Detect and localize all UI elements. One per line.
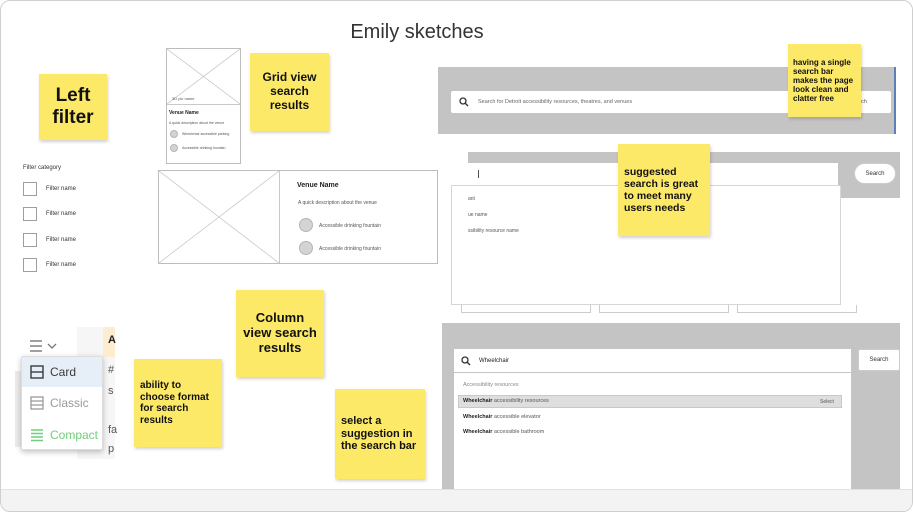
sticky-format-choice[interactable]: ability to choose format for search resu… [134,359,222,447]
format-option-label: Compact [50,428,99,442]
behind-header [103,327,115,357]
sticky-text: Grid view search results [262,70,317,112]
grid-result-card: 3D pic name Venue Name A quick descripti… [166,48,241,164]
sticky-text: Column view search results [243,310,317,355]
venue-description: A quick description about the venue [169,121,225,125]
image-placeholder [159,171,280,263]
feature-label: Accessible drinking fountain [182,146,226,150]
select-action[interactable]: Select [820,399,834,405]
panel-accent-edge [894,67,896,134]
board-title: Emily sketches [350,21,484,43]
suggestion-row[interactable]: Wheelchair accessible elevator [463,414,541,420]
sketch-tab [737,305,857,313]
column-result-card: Venue Name A quick description about the… [158,170,438,264]
sticky-grid-view[interactable]: Grid view search results [250,53,329,131]
suggestion-row[interactable]: Wheelchair accessibility resources [463,398,549,404]
suggestion-category: Accessibility resources [463,382,519,388]
card-view-icon [30,365,44,379]
feature-icon [299,241,313,255]
sticky-single-search[interactable]: having a single search bar makes the pag… [788,44,861,117]
suggestion-rest: accessibility resources [492,398,549,404]
format-option-label: Classic [50,396,89,410]
sticky-left-filter[interactable]: Left filter [39,74,107,140]
filter-name: Filter name [46,237,77,243]
search-button-label: Search [865,170,885,177]
sticky-text: having a single search bar makes the pag… [793,57,854,104]
behind-text: # [108,364,115,376]
search-button[interactable]: Search [854,163,896,184]
sketch-tab [461,305,591,313]
feature-icon [299,218,313,232]
filter-name: Filter name [46,262,77,268]
search-query: Wheelchair [479,357,510,364]
sticky-text: Left filter [52,85,94,128]
feature-icon [170,144,178,152]
suggestion-item[interactable]: ssibility resource name [468,228,519,234]
venue-name: Venue Name [169,110,199,116]
filter-name: Filter name [46,211,77,217]
text-cursor [478,170,479,178]
feature-label: Accessible drinking fountain [319,246,381,252]
format-option-label: Card [50,365,77,379]
suggestion-rest: accessible elevator [492,414,541,420]
sketch-tab [599,305,729,313]
menu-backdrop-strip [15,371,23,447]
match-text: Wheelchair [463,398,493,404]
suggestion-item[interactable]: ant [468,196,475,202]
sticky-select-suggestion[interactable]: select a suggestion in the search bar [335,389,425,479]
behind-text: A [108,334,116,346]
filter-checkbox[interactable] [23,258,37,272]
feature-label: Wheelchair accessible parking [182,132,230,136]
suggestion-item[interactable]: ue name [468,212,488,218]
search-button[interactable]: Search [858,349,900,371]
image-placeholder [167,49,240,105]
search-bar-mockup-bottom: Wheelchair Search Accessibility resource… [442,323,900,491]
feature-icon [170,130,178,138]
suggestion-rest: accessible bathroom [492,429,545,435]
suggestion-row[interactable]: Wheelchair accessible bathroom [463,429,544,435]
sticky-suggested-search[interactable]: suggested search is great to meet many u… [618,144,710,236]
format-option-compact[interactable]: Compact [30,428,98,442]
feature-label: Accessible drinking fountain [319,223,381,229]
hamburger-icon [30,340,57,352]
sketch-tab-row [461,305,861,313]
format-option-card[interactable]: Card [30,365,76,379]
filter-checkbox[interactable] [23,182,37,196]
match-text: Wheelchair [463,429,493,435]
match-text: Wheelchair [463,414,493,420]
search-icon [461,355,471,365]
behind-text: p [108,443,115,455]
behind-text: s [108,385,114,397]
format-option-classic[interactable]: Classic [30,396,89,410]
search-placeholder: Search for Detroit accessibility resourc… [478,99,633,105]
suggestion-dropdown: Accessibility resources Wheelchair acces… [454,373,851,491]
filter-checkbox[interactable] [23,233,37,247]
image-caption: 3D pic name [172,96,195,101]
format-menu: Card Classic Compact [21,356,103,450]
filter-category-label: Filter category [23,165,62,171]
venue-description: A quick description about the venue [298,200,377,206]
venue-name: Venue Name [297,182,339,189]
sticky-text: suggested search is great to meet many u… [624,165,699,215]
filter-checkbox[interactable] [23,207,37,221]
suggestion-row-selected[interactable] [458,395,842,408]
search-input[interactable]: Wheelchair [454,349,851,372]
classic-view-icon [30,396,44,410]
search-icon [459,97,469,107]
sticky-column-view[interactable]: Column view search results [236,290,324,377]
compact-view-icon [31,429,43,442]
filter-name: Filter name [46,186,77,192]
sticky-text: select a suggestion in the search bar [341,415,417,453]
sticky-text: ability to choose format for search resu… [140,380,209,426]
search-button-label: Search [869,357,889,363]
behind-text: fa [108,424,118,436]
canvas-footer [1,489,912,511]
format-menu-toggle[interactable] [29,338,59,354]
